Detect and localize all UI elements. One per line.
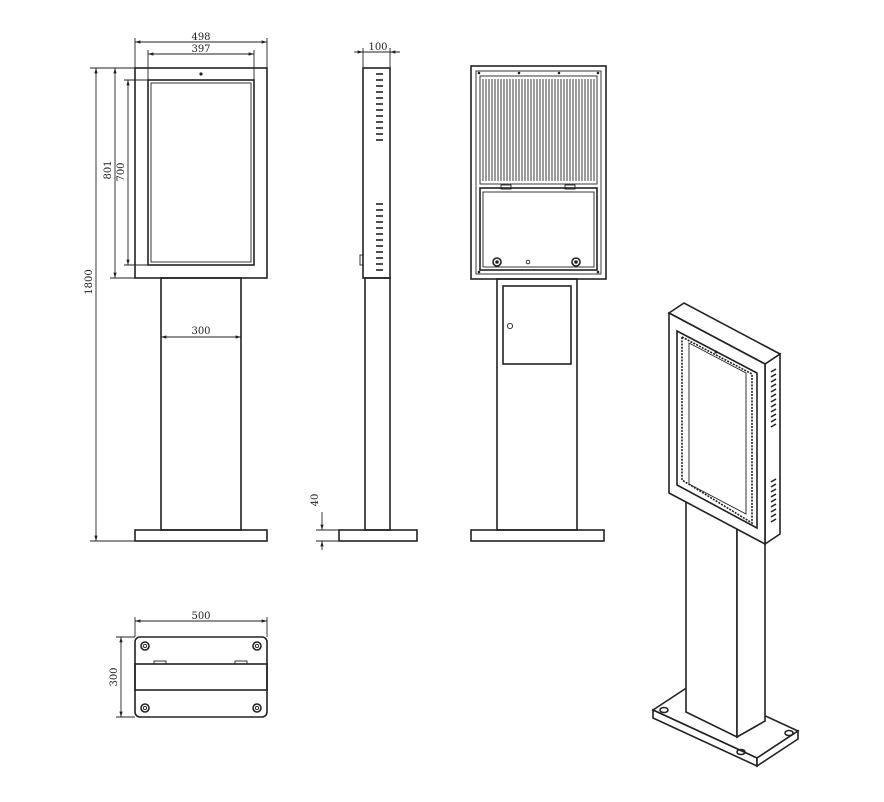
front-screen [147, 79, 255, 266]
base-top-view [134, 636, 268, 718]
bolt-hole-icon [252, 703, 262, 713]
side-vent-slots-upper [376, 73, 383, 141]
dim-head-height: 801 [103, 160, 114, 179]
column-footprint [134, 663, 268, 691]
front-view [134, 67, 268, 542]
isometric-view [651, 302, 800, 768]
heatsink-fins [482, 79, 595, 181]
bolt-hole-icon [252, 641, 262, 651]
side-base [338, 529, 418, 542]
back-access-door [502, 285, 572, 365]
iso-column-front [685, 491, 738, 739]
back-base [470, 529, 605, 542]
back-service-panel [479, 187, 598, 271]
back-view [470, 65, 607, 542]
iso-side-vents-upper [770, 368, 777, 428]
front-head-frame [134, 67, 268, 279]
back-head-frame [470, 65, 607, 280]
dim-column-width: 300 [191, 326, 210, 337]
dim-base-width: 500 [191, 611, 210, 622]
camera-dot [199, 72, 203, 76]
side-column [364, 277, 391, 531]
base-plate [134, 636, 268, 718]
front-column [160, 277, 242, 531]
bolt-hole-icon [140, 703, 150, 713]
back-column [496, 278, 578, 531]
bolt-hole-icon [140, 641, 150, 651]
dim-side-depth: 100 [368, 42, 387, 53]
side-view [338, 67, 418, 542]
front-dimensions: 498 397 1800 801 700 300 [84, 32, 268, 542]
door-lock-icon [506, 322, 514, 330]
dim-screen-width: 397 [191, 44, 210, 55]
base-dimensions: 500 300 [109, 611, 268, 718]
dim-base-depth: 300 [109, 667, 120, 686]
dim-total-width: 498 [191, 32, 210, 43]
side-vent-slots-lower [376, 203, 383, 271]
dim-screen-height: 700 [116, 162, 127, 181]
iso-side-vents-lower [770, 478, 777, 523]
side-dimensions: 100 40 [310, 42, 400, 550]
dim-total-height: 1800 [84, 269, 95, 294]
front-base [134, 529, 268, 542]
dim-base-thickness: 40 [310, 494, 321, 507]
